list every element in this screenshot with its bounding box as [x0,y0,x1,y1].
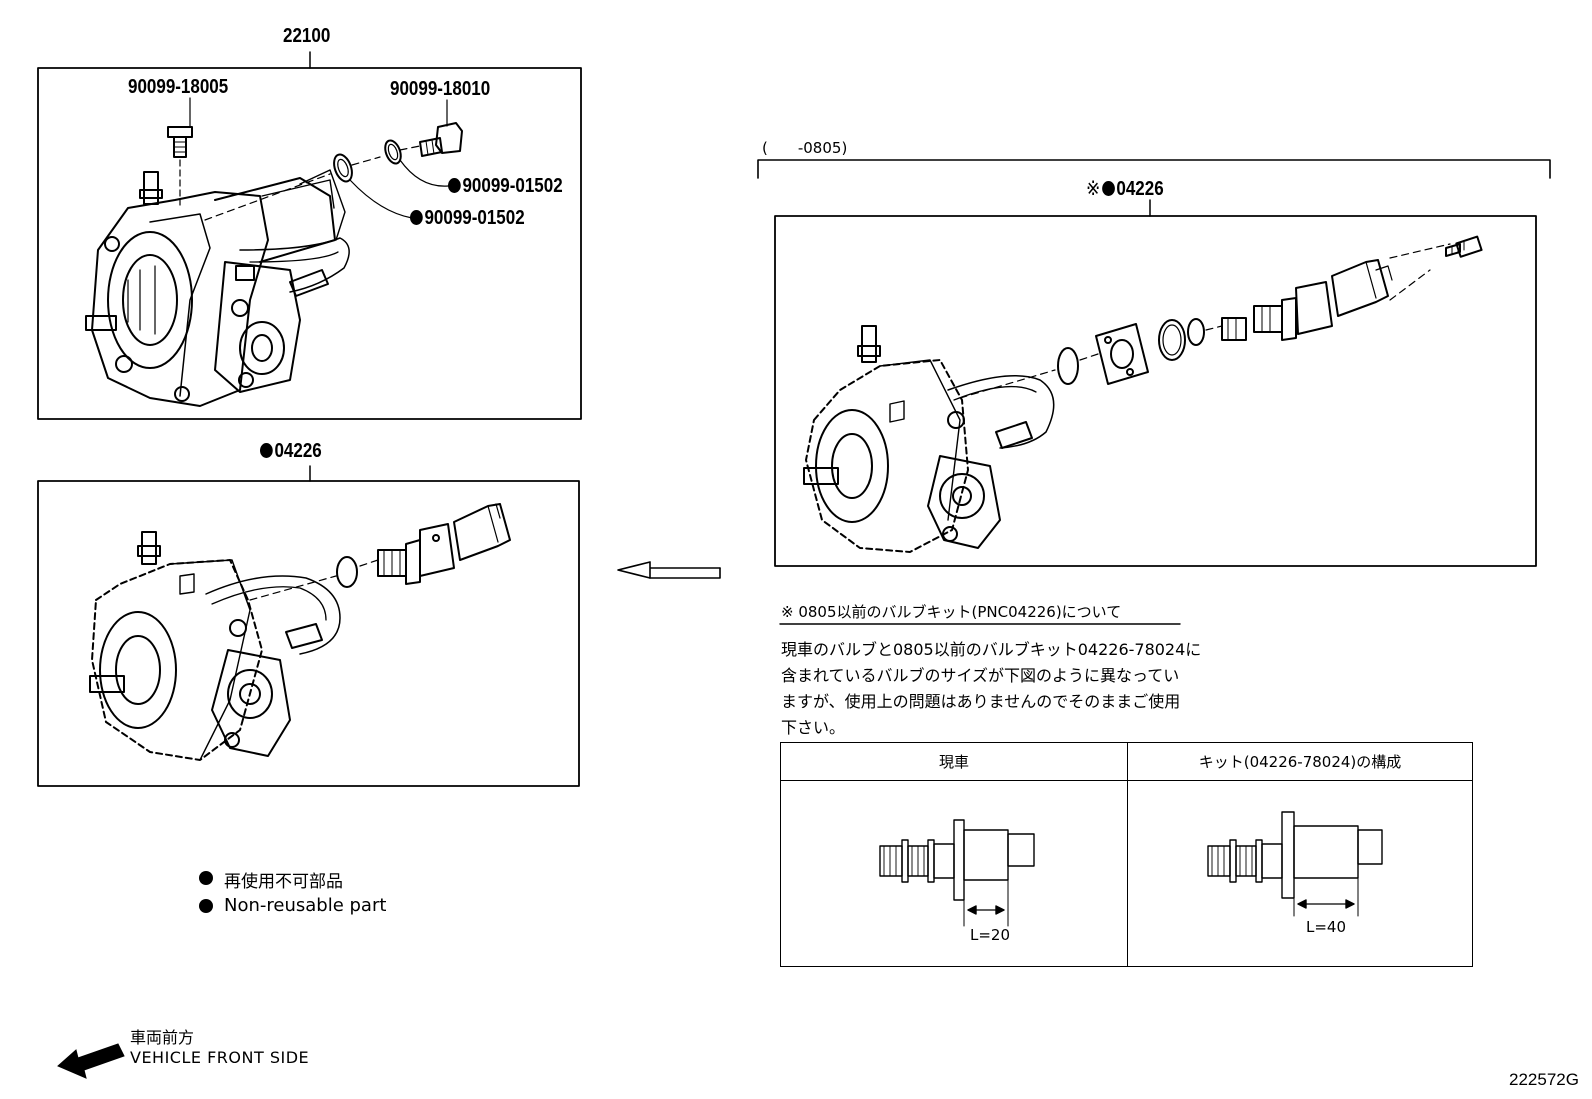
note-line-2: 含まれているバルブのサイズが下図のように異なってい [781,666,1180,685]
union-bolt-part-number[interactable]: 90099-18010 [390,78,491,100]
dim-current-label: L=20 [970,926,1011,944]
o-ring-right-a [1057,347,1079,385]
injection-pump-assembly [85,169,350,407]
assembly-part-number[interactable]: 22100 [283,25,331,47]
o-ring-left [336,556,358,588]
valve-kit-left-part-number[interactable]: 04226 [260,440,322,463]
range-label: ( -0805) [762,139,848,157]
valve-right [1221,259,1393,341]
range-bracket [757,159,1551,179]
valve-kit-frame-left [37,480,580,787]
direction-en: VEHICLE FRONT SIDE [130,1048,310,1067]
gasket-a-part-number[interactable]: 90099-01502 [448,175,563,198]
valve-comparison-table: 現車 キット(04226-78024)の構成 [780,742,1473,967]
note-line-3: ますが、使用上の問題はありませんのでそのままご使用 [781,692,1181,711]
note-heading: ※ 0805以前のバルブキット(PNC04226)について [781,603,1122,621]
legend-jp: 再使用不可部品 [224,872,343,892]
arrow-left-icon [617,561,721,579]
valve-kit-frame-right [774,215,1537,567]
pump-body-right [803,325,1055,553]
pump-body-left [89,531,341,761]
cell-current [780,780,1128,967]
screw-right [1445,235,1483,258]
col-header-current: 現車 [780,742,1128,781]
non-reusable-dot-icon [199,871,213,885]
plug-bolt-part [167,126,193,158]
gasket-b-part-number[interactable]: 90099-01502 [410,207,525,230]
union-bolt-part [419,122,463,157]
non-reusable-dot-icon [448,178,461,193]
non-reusable-dot-icon [260,443,273,458]
note-line-1: 現車のバルブと0805以前のバルブキット04226-78024に [781,640,1202,659]
non-reusable-dot-icon [1101,181,1115,196]
plug-bolt-part-number[interactable]: 90099-18005 [128,76,229,98]
valve-kit-right-part-number[interactable]: ※04226 [1086,178,1164,200]
vehicle-front-arrow-icon [57,1043,125,1079]
valve-left [377,503,511,585]
cell-kit [1127,780,1473,967]
figure-id: 222572G [1509,1070,1579,1089]
col-header-kit: キット(04226-78024)の構成 [1127,742,1473,781]
note-line-4: 下さい。 [781,718,846,737]
non-reusable-dot-icon [410,210,423,225]
flange-plate-right [1095,323,1149,385]
non-reusable-dot-icon [199,899,213,913]
direction-jp: 車両前方 [130,1028,195,1047]
o-ring-right-c [1187,318,1205,346]
o-ring-right-b [1158,319,1186,361]
gasket-a-part [333,153,353,183]
legend-en: Non-reusable part [224,895,387,916]
dim-kit-label: L=40 [1306,918,1347,936]
